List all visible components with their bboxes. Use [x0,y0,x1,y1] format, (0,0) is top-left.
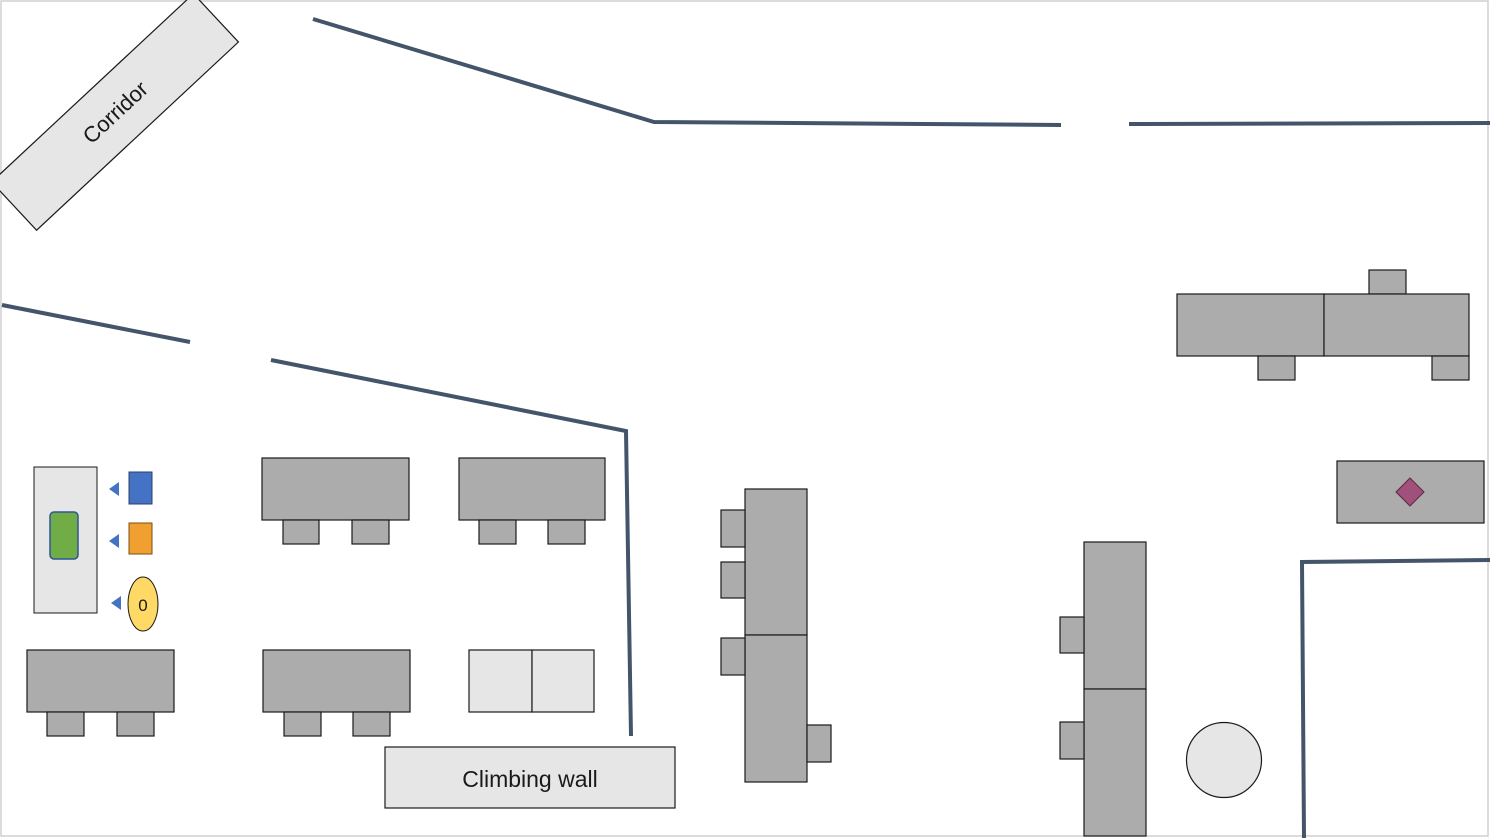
corridor: Corridor [0,0,240,232]
table [26,649,175,713]
table [1323,293,1470,357]
chair [1059,721,1085,760]
arrow-icon [111,596,121,610]
table [531,649,595,713]
table [468,649,533,713]
wall-top-upper [312,17,1062,127]
table [744,634,808,783]
wall-bottom-right [1299,558,1490,838]
table [1176,293,1325,357]
walls [1,17,1490,838]
station-left: 0 [33,466,159,632]
chair [116,711,155,737]
chair [282,519,320,545]
chair [478,519,517,545]
wall-left-segment [1,303,191,344]
yellow-item [127,576,159,632]
blue-item [128,471,153,505]
yellow-item-label: 0 [138,596,147,615]
chair [1059,616,1085,654]
climbing-wall-label: Climbing wall [462,766,597,792]
table [262,649,411,713]
orange-item [128,522,153,555]
table [1083,688,1147,837]
chair [283,711,322,737]
arrow-icon [109,534,119,548]
chair [352,711,391,737]
arrow-icon [109,482,119,496]
chair [351,519,390,545]
light-table [468,649,595,713]
wall-middle [270,358,633,737]
chair [1431,355,1470,381]
table [458,457,606,521]
chair [46,711,85,737]
round-table [1185,721,1263,799]
green-item [49,511,79,560]
wall-top-right [1128,121,1490,126]
chair [720,509,746,548]
chair [720,561,746,599]
chair [1257,355,1296,381]
chair [1368,269,1407,295]
table [261,457,410,521]
chair [806,724,832,763]
table [1083,541,1147,690]
chair [720,637,746,676]
climbing-wall: Climbing wall [384,746,676,809]
table [744,488,808,636]
chair [547,519,586,545]
diamond-icon [1395,477,1425,507]
